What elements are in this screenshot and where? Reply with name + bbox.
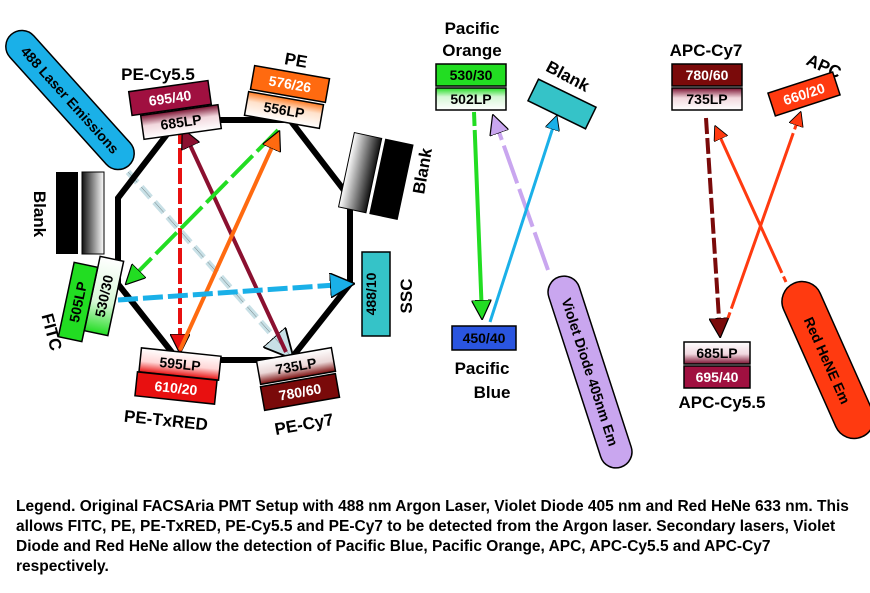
label-petxred: PE-TxRED xyxy=(123,407,209,435)
svg-text:556LP: 556LP xyxy=(262,99,305,122)
filter-488-10: 488/10 xyxy=(361,251,391,337)
arrow-violet-to-502 xyxy=(494,118,550,271)
filter-450-40: 450/40 xyxy=(451,325,517,351)
label-pecy7: PE-Cy7 xyxy=(273,410,335,439)
laser-488-emission: 488 Laser Emissions xyxy=(5,29,135,171)
arrow-apccy7-darkred xyxy=(704,117,720,334)
svg-text:450/40: 450/40 xyxy=(463,330,506,346)
arrow-hene-to-735lp xyxy=(716,128,788,283)
label-pacific-blue-line2: Blue xyxy=(474,383,511,402)
svg-text:530/30: 530/30 xyxy=(450,67,493,83)
label-pe: PE xyxy=(283,49,309,72)
arrow-cy55-maroon xyxy=(184,132,288,353)
arrow-ssc-blue xyxy=(117,284,350,303)
filter-576-26: 576/26 xyxy=(249,64,331,104)
blank-left-filter xyxy=(56,171,105,255)
filter-735lp-a: 735LP xyxy=(255,346,337,386)
label-fitc: FITC xyxy=(37,311,65,352)
filter-556lp: 556LP xyxy=(243,90,325,130)
svg-text:488/10: 488/10 xyxy=(363,272,379,315)
filter-530-30-a: 505LP xyxy=(57,261,99,343)
svg-text:610/20: 610/20 xyxy=(154,378,198,398)
blank-right-filter xyxy=(337,131,414,220)
red-hene-emission: Red HeNE Em xyxy=(781,280,870,440)
label-blank-left: Blank xyxy=(30,191,49,238)
legend-caption: Legend. Original FACSAria PMT Setup with… xyxy=(16,498,849,575)
filter-695-40-b: 695/40 xyxy=(683,365,751,389)
label-apccy55: APC-Cy5.5 xyxy=(679,393,766,412)
filter-685lp-a: 685LP xyxy=(139,103,223,141)
facsaria-pmt-diagram: 488 Laser Emissions PE-Cy5.5 695/40 685L… xyxy=(5,19,870,469)
label-blank-right: Blank xyxy=(409,146,436,195)
svg-text:735LP: 735LP xyxy=(686,91,727,107)
filter-695-40-a: 695/40 xyxy=(127,79,213,117)
arrow-to-660 xyxy=(726,114,800,319)
svg-text:685LP: 685LP xyxy=(159,111,202,133)
label-pacific-orange-line2: Orange xyxy=(442,41,502,60)
svg-text:735LP: 735LP xyxy=(274,355,317,378)
filter-735lp-b: 735LP xyxy=(671,87,743,111)
filter-780-60-b: 780/60 xyxy=(671,63,743,87)
svg-text:576/26: 576/26 xyxy=(268,72,313,95)
filter-505lp: 530/30 xyxy=(83,255,125,337)
svg-text:502LP: 502LP xyxy=(450,91,491,107)
arrow-pe-orange xyxy=(178,134,278,351)
svg-text:595LP: 595LP xyxy=(159,354,202,374)
label-pacific-blue-line1: Pacific xyxy=(455,359,510,378)
filter-780-60-a: 780/60 xyxy=(259,372,341,412)
filter-685lp-b: 685LP xyxy=(683,341,751,365)
label-ssc: SSC xyxy=(397,279,416,314)
svg-text:695/40: 695/40 xyxy=(148,87,193,109)
filter-530-30-b: 530/30 xyxy=(435,63,507,87)
arrow-pacific-orange-green xyxy=(474,111,482,316)
label-pacific-orange-line1: Pacific xyxy=(445,19,500,38)
filter-502lp: 502LP xyxy=(435,87,507,111)
arrow-blank-blue xyxy=(488,118,556,323)
argon-beam-outline xyxy=(127,171,291,356)
svg-text:685LP: 685LP xyxy=(696,345,737,361)
laser-488-label: 488 Laser Emissions xyxy=(18,43,123,157)
svg-text:780/60: 780/60 xyxy=(278,380,323,403)
label-apccy7: APC-Cy7 xyxy=(670,41,743,60)
filter-610-20: 610/20 xyxy=(134,371,218,405)
violet-diode-emission: Violet Diode 405nm Em xyxy=(547,275,633,469)
svg-text:695/40: 695/40 xyxy=(696,369,739,385)
label-pecy55: PE-Cy5.5 xyxy=(121,65,195,84)
filter-660-20: 660/20 xyxy=(767,71,841,117)
svg-text:780/60: 780/60 xyxy=(686,67,729,83)
